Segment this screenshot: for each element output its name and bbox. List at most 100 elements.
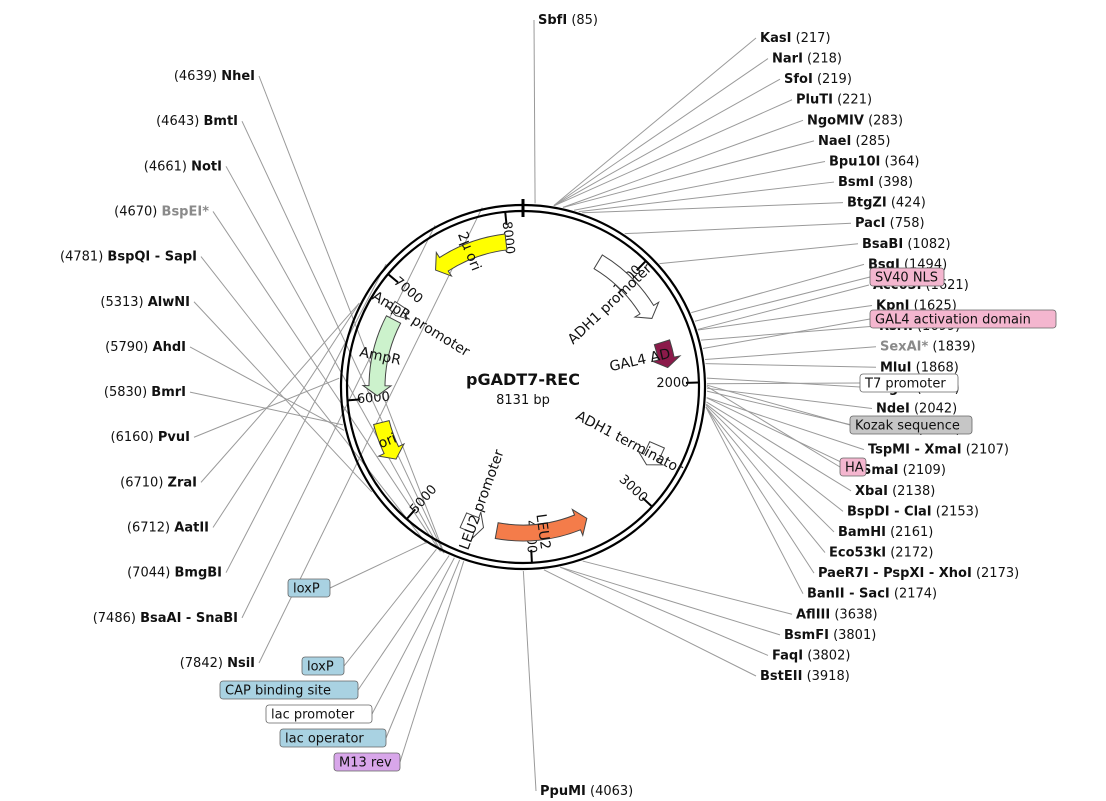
leader-line xyxy=(582,202,844,214)
site-pluti: PluTI (221) xyxy=(796,93,872,108)
leader-line xyxy=(705,406,815,574)
feature-label: GAL4 AD xyxy=(608,346,672,375)
site-nsii: (7842) NsiI xyxy=(180,656,255,671)
leader-line xyxy=(573,160,826,211)
leader-line xyxy=(691,263,865,314)
site-labels: KasI (217)NarI (218)SfoI (219)PluTI (221… xyxy=(60,13,1019,799)
site-name: Bpu10I xyxy=(829,154,880,169)
leader-line xyxy=(189,346,345,431)
site-name: XbaI xyxy=(855,484,888,499)
site-aatii: (6712) AatII xyxy=(127,521,209,536)
site-position: (285) xyxy=(855,134,890,149)
site-position: (283) xyxy=(868,113,903,128)
site-name: BmrI xyxy=(151,385,186,400)
site-name: TspMI - XmaI xyxy=(868,443,962,458)
site-position: (4063) xyxy=(590,784,633,799)
tick-label: 2000 xyxy=(656,375,689,391)
site-position: (221) xyxy=(837,93,872,108)
site-position: (2109) xyxy=(903,463,946,478)
leader-lines xyxy=(189,19,877,792)
site-position: (2138) xyxy=(892,484,935,499)
leader-line xyxy=(200,256,427,544)
site-position: (5790) xyxy=(105,340,148,355)
site-sexai: SexAI* (1839) xyxy=(880,340,976,355)
feature-box xyxy=(333,752,401,772)
plasmid-name: pGADT7-REC xyxy=(466,370,580,389)
leader-line xyxy=(694,276,871,322)
leader-line xyxy=(212,302,360,528)
site-noti: (4661) NotI xyxy=(144,159,222,174)
leader-line xyxy=(189,391,344,426)
site-position: (1868) xyxy=(916,360,959,375)
feature-box xyxy=(301,656,345,676)
site-name: SmaI xyxy=(862,463,899,478)
leader-line xyxy=(553,78,781,207)
feature-label: ori xyxy=(376,431,399,453)
plasmid-size: 8131 bp xyxy=(496,393,550,408)
feature-box-kozak-sequence: Kozak sequence xyxy=(855,419,960,434)
site-position: (7842) xyxy=(180,656,223,671)
site-ngomiv: NgoMIV (283) xyxy=(807,113,903,128)
leader-line xyxy=(533,19,536,204)
leader-line xyxy=(553,37,757,206)
site-bspei: (4670) BspEI* xyxy=(114,204,209,219)
feature-box-loxp: loxP xyxy=(293,582,320,597)
feature-box xyxy=(869,267,945,287)
site-position: (218) xyxy=(807,52,842,67)
site-position: (85) xyxy=(571,13,598,28)
leader-line xyxy=(697,305,873,331)
tick-mark xyxy=(641,497,653,508)
site-btgzi: BtgZI (424) xyxy=(847,196,926,211)
site-position: (6710) xyxy=(120,475,163,490)
feature-leu2-promoter xyxy=(459,511,485,539)
feature-box xyxy=(869,309,1057,329)
site-name: KasI xyxy=(760,31,791,46)
site-sfoi: SfoI (219) xyxy=(784,72,852,87)
leader-line xyxy=(702,318,871,349)
leader-line xyxy=(706,397,865,451)
site-name: PaeR7I - PspXI - XhoI xyxy=(818,566,972,581)
site-name: AflIII xyxy=(796,607,830,622)
site-name: SbfI xyxy=(538,13,567,28)
feature-label: ADH1 terminator xyxy=(573,408,686,478)
site-position: (2161) xyxy=(890,525,933,540)
site-name: BspEI* xyxy=(162,204,210,219)
site-name: NotI xyxy=(191,159,222,174)
feature-box xyxy=(859,373,959,393)
tick-mark xyxy=(387,273,399,284)
tick-mark xyxy=(504,211,508,225)
site-bmri: (5830) BmrI xyxy=(104,385,186,400)
site-position: (4670) xyxy=(114,204,157,219)
leader-line xyxy=(371,557,455,715)
site-name: BsmI xyxy=(838,175,874,190)
site-position: (4661) xyxy=(144,159,187,174)
site-position: (758) xyxy=(890,216,925,231)
site-name: FaqI xyxy=(772,648,803,663)
leader-line xyxy=(705,403,844,512)
site-ppumi: PpuMI (4063) xyxy=(540,784,633,799)
feature-box-lac-operator: lac operator xyxy=(285,732,364,747)
site-name: NaeI xyxy=(818,134,851,149)
leader-line xyxy=(705,406,804,594)
site-nhei: (4639) NheI xyxy=(174,69,255,84)
leader-line xyxy=(706,397,859,471)
site-position: (4781) xyxy=(60,250,103,265)
leader-line xyxy=(357,555,450,691)
site-faqi: FaqI (3802) xyxy=(772,648,850,663)
site-ndei: NdeI (2042) xyxy=(876,401,957,416)
site-name: BamHI xyxy=(838,525,886,540)
site-tspmi-xmai: TspMI - XmaI (2107) xyxy=(868,443,1009,458)
site-name: Eco53kI xyxy=(829,546,886,561)
leader-line xyxy=(543,569,757,677)
site-sbfi: SbfI (85) xyxy=(538,13,598,28)
leader-line xyxy=(562,119,804,208)
site-position: (2174) xyxy=(894,587,937,602)
site-bmgbi: (7044) BmgBI xyxy=(127,566,222,581)
site-position: (3638) xyxy=(834,607,877,622)
feature-label: LEU2 xyxy=(532,513,553,551)
site-position: (2172) xyxy=(890,546,933,561)
leader-line xyxy=(706,387,873,409)
leader-line xyxy=(659,243,859,265)
